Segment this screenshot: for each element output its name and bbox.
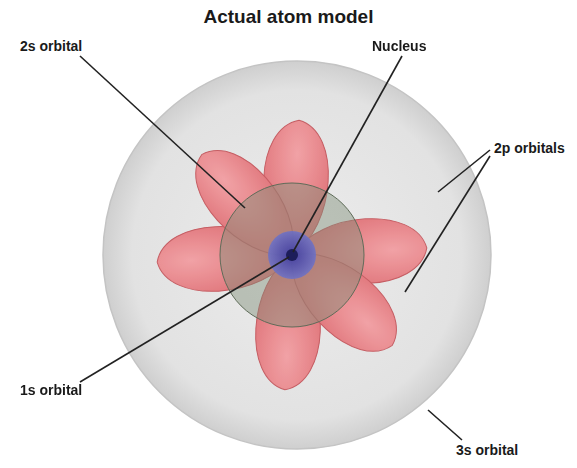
diagram-title: Actual atom model: [0, 6, 577, 28]
leader-lines: [80, 56, 490, 440]
part-label: 2p orbitals: [494, 140, 565, 156]
part-label: Nucleus: [372, 38, 426, 54]
2p-orbitals: [155, 118, 428, 391]
3s-orbital: [103, 61, 491, 449]
part-label: 3s orbital: [456, 442, 518, 458]
part-label: 1s orbital: [20, 382, 82, 398]
1s-orbital: [268, 231, 316, 279]
nucleus: [286, 249, 298, 261]
part-label: 2s orbital: [20, 38, 82, 54]
